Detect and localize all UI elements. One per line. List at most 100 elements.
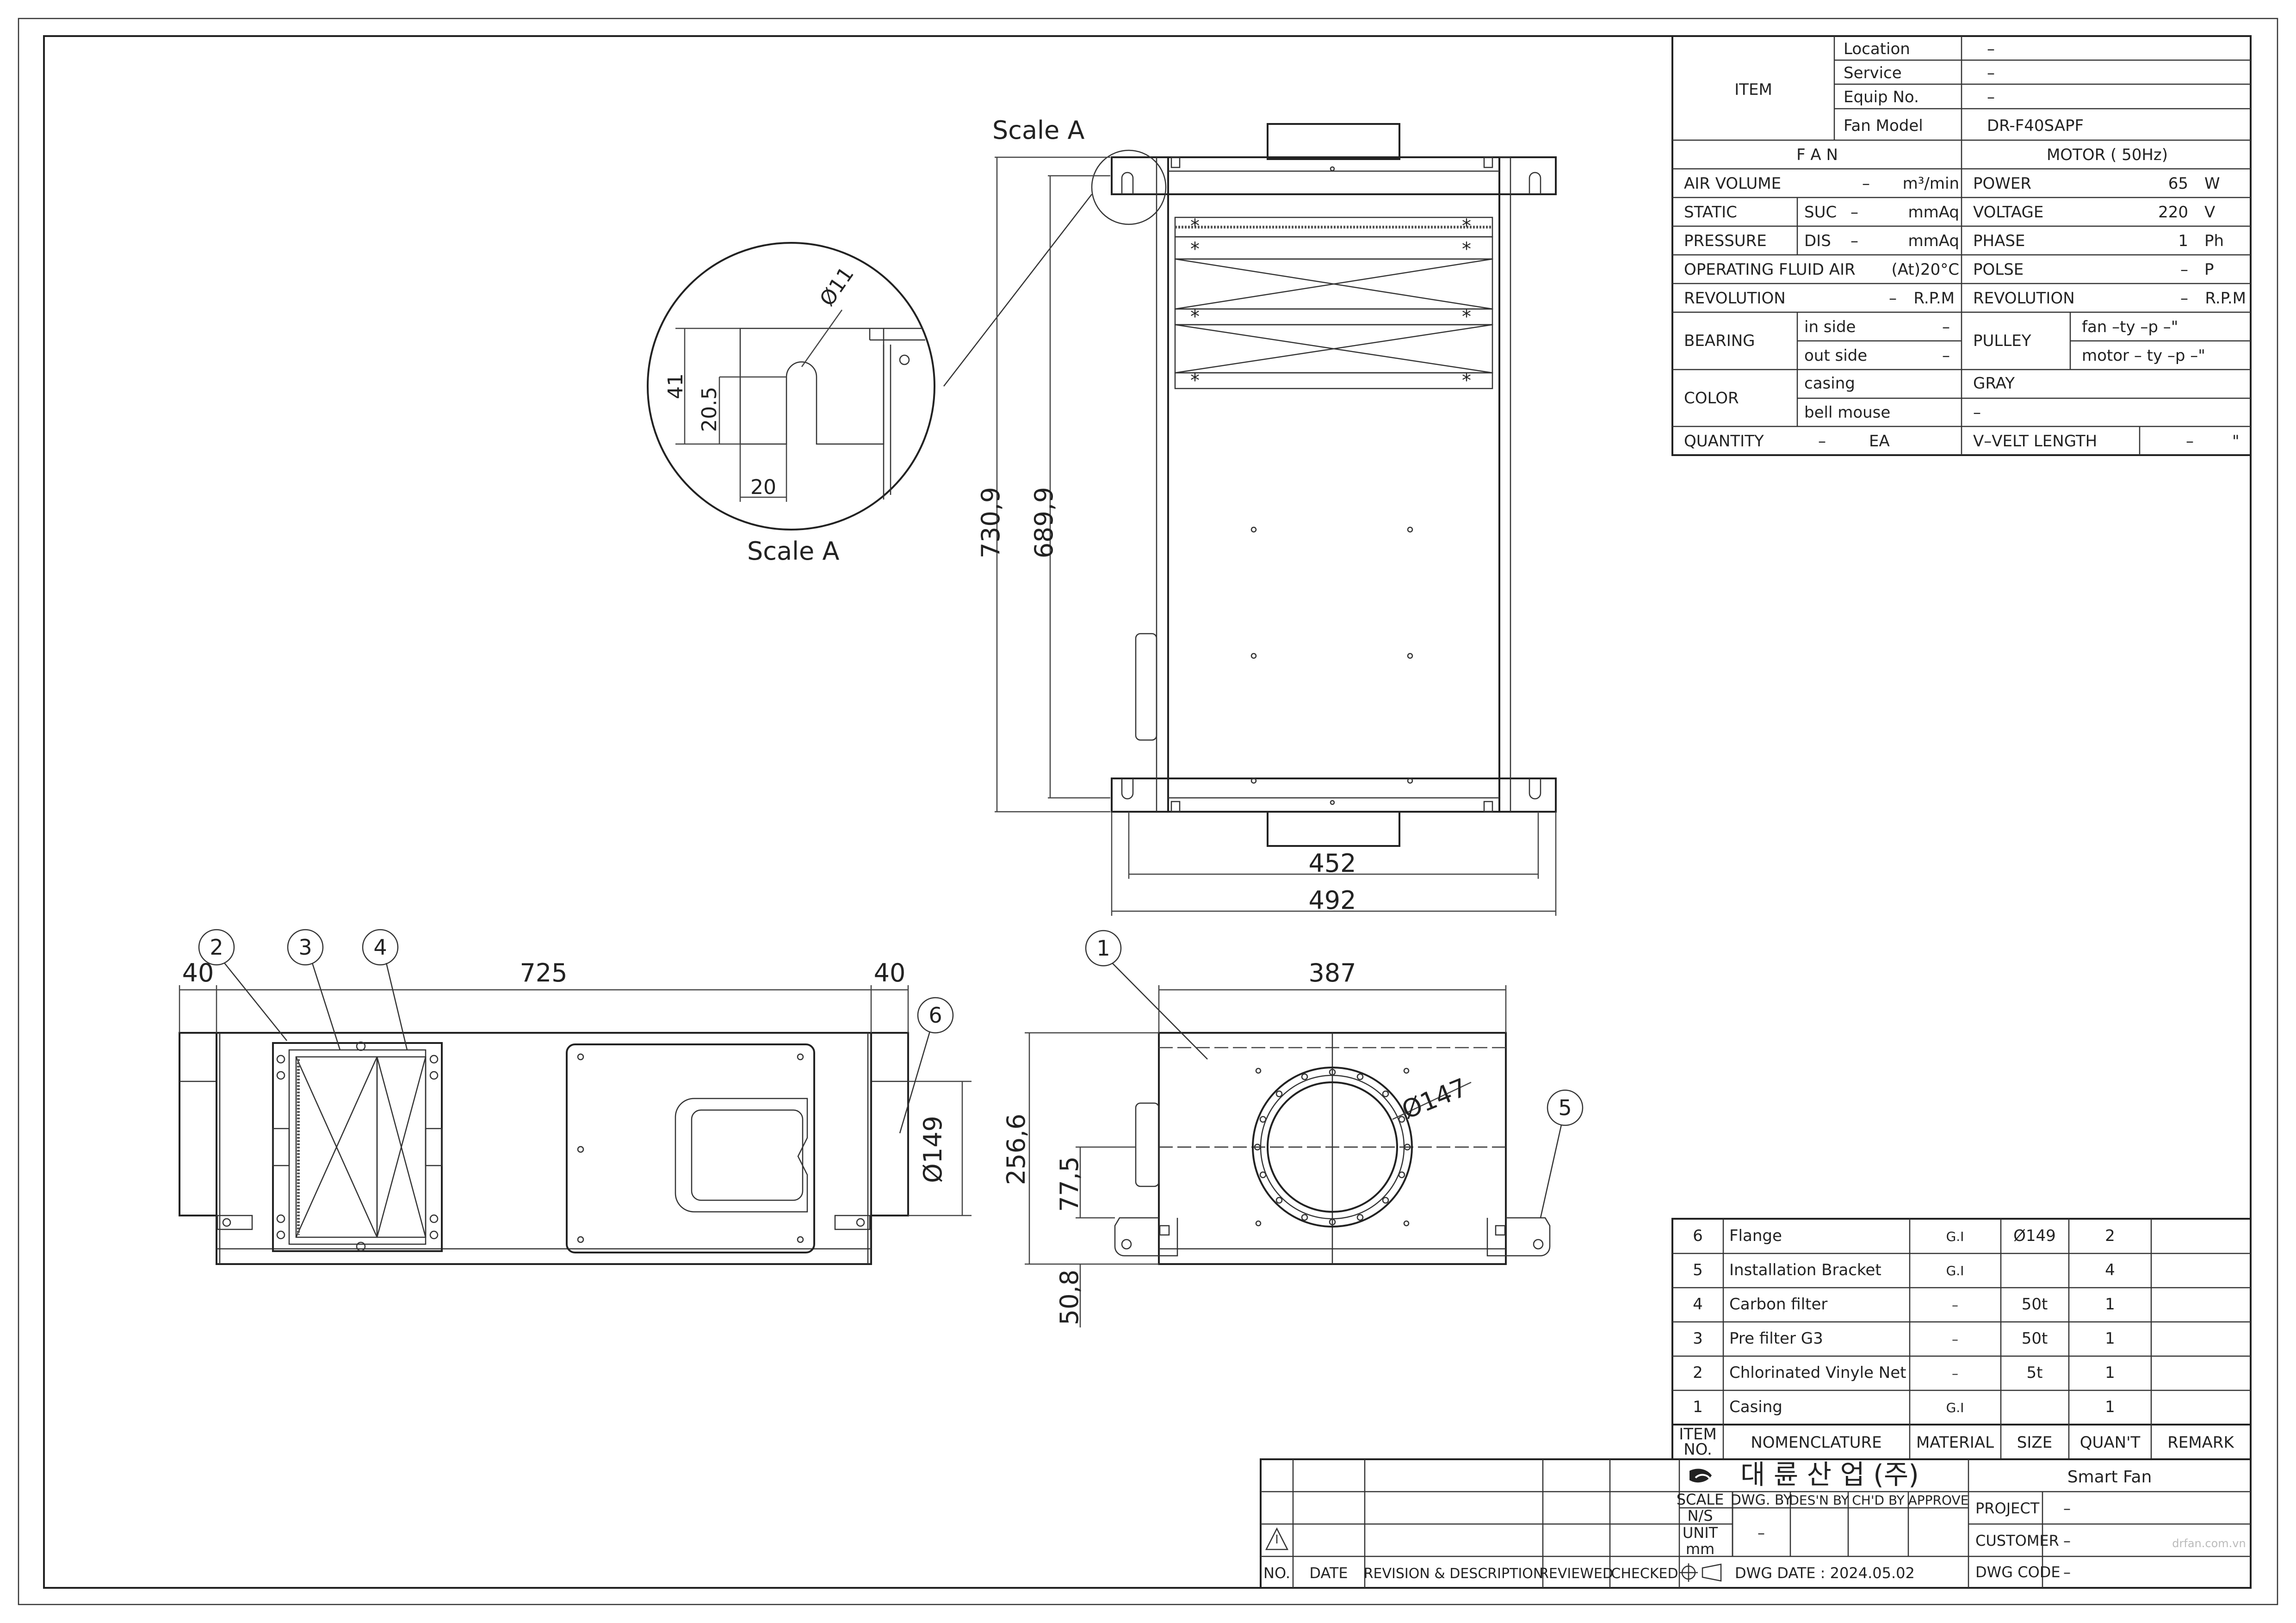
spec-power-unit: W [2204, 174, 2220, 193]
spec-motor-pulley: motor – ty –p –" [2082, 346, 2205, 365]
chkd-by: CH'D BY [1852, 1493, 1905, 1508]
spec-vbelt-value: – [2186, 432, 2194, 450]
svg-text:*: * [1190, 239, 1200, 260]
dim-149: Ø149 [918, 1116, 947, 1183]
spec-static-label: STATIC [1684, 203, 1737, 222]
balloon-2: 2 [210, 935, 223, 960]
spec-location-value: – [1987, 40, 1995, 58]
parts-row-2-qty: 1 [2105, 1364, 2115, 1382]
front-view [179, 985, 972, 1265]
customer-value: – [2063, 1532, 2071, 1549]
spec-dis-unit: mmAq [1908, 232, 1959, 250]
svg-text:*: * [1190, 370, 1200, 391]
dim-147: Ø147 [1398, 1073, 1471, 1125]
parts-row-5-material: G.I [1946, 1263, 1964, 1278]
side-view [1025, 985, 1551, 1327]
spec-casing-label: casing [1804, 374, 1855, 393]
title-block [1260, 1458, 2252, 1589]
watermark: drfan.com.vn [2172, 1537, 2246, 1550]
dwg-by: DWG. BY [1731, 1492, 1792, 1508]
spec-rev-label: REVOLUTION [1684, 289, 1786, 308]
spec-fan-pulley: fan –ty –p –" [2082, 318, 2178, 336]
parts-row-4-size: 50t [2022, 1295, 2048, 1314]
parts-header-material: MATERIAL [1916, 1433, 1994, 1452]
rev-reviewed: REVIEWED [1539, 1566, 1613, 1582]
parts-row-6-name: Flange [1729, 1227, 1782, 1245]
spec-item-label: ITEM [1734, 80, 1772, 99]
spec-power-value: 65 [2168, 174, 2188, 193]
unit-label: UNIT [1683, 1524, 1718, 1542]
spec-equip-value: – [1987, 88, 1995, 106]
dwg-code-label: DWG CODE [1975, 1563, 2061, 1581]
parts-row-4-name: Carbon filter [1729, 1295, 1827, 1314]
parts-row-1-material: G.I [1946, 1400, 1964, 1415]
parts-row-5-name: Installation Bracket [1729, 1261, 1881, 1279]
spec-table [1671, 35, 2252, 456]
parts-header-no: NO. [1683, 1440, 1712, 1459]
spec-motor-header: MOTOR ( 50Hz) [2047, 146, 2168, 164]
spec-polse-unit: P [2204, 260, 2214, 279]
scale-a-dims: 41 20.5 20 Ø11 Scale A [664, 263, 859, 566]
dim-725: 725 [520, 958, 567, 987]
rev-date: DATE [1309, 1564, 1348, 1582]
parts-row-3-no: 3 [1693, 1329, 1703, 1348]
spec-quantity-unit: EA [1869, 432, 1890, 450]
dim-20: 20 [750, 475, 776, 499]
dim-689: 689,9 [1029, 487, 1058, 559]
outer-border [18, 18, 2278, 1605]
parts-header-item: ITEM [1679, 1425, 1717, 1444]
spec-inside-label: in side [1804, 318, 1856, 336]
spec-fluid-label: OPERATING FLUID AIR [1684, 260, 1856, 279]
balloon-4: 4 [373, 935, 387, 960]
projection-symbol-icon [1679, 1563, 1722, 1582]
unit-dash: – [1758, 1524, 1765, 1542]
spec-pulley-label: PULLEY [1973, 332, 2031, 350]
spec-suc-value: – [1850, 203, 1858, 222]
spec-rev-unit: R.P.M [1913, 289, 1955, 308]
side-view-dims: 387 256,6 77,5 50,8 Ø147 [1002, 958, 1471, 1325]
parts-row-3-size: 50t [2022, 1329, 2048, 1348]
company-name: 대 륜 산 업 (주) [1740, 1459, 1919, 1490]
dim-50: 50,8 [1055, 1270, 1084, 1325]
balloon-1: 1 [1096, 936, 1110, 961]
parts-header-size: SIZE [2017, 1433, 2052, 1452]
top-view: * * * * * * * * [943, 123, 1557, 916]
spec-inside-value: – [1942, 318, 1950, 336]
spec-polse-value: – [2180, 260, 2188, 279]
spec-voltage-label: VOLTAGE [1973, 203, 2043, 222]
spec-fluid-value: (At)20°C [1891, 260, 1959, 279]
spec-quantity-label: QUANTITY [1684, 432, 1764, 450]
spec-outside-value: – [1942, 346, 1950, 365]
spec-polse-label: POLSE [1973, 260, 2024, 279]
parts-row-5-no: 5 [1693, 1261, 1703, 1279]
dim-730: 730,9 [976, 487, 1005, 559]
spec-color-label: COLOR [1684, 389, 1739, 407]
spec-mrev-value: – [2180, 289, 2188, 308]
project-value: – [2063, 1500, 2071, 1517]
parts-header-nomenclature: NOMENCLATURE [1751, 1433, 1881, 1452]
spec-suc-label: SUC [1804, 203, 1837, 222]
parts-row-2-material: – [1952, 1366, 1958, 1381]
spec-location-label: Location [1844, 40, 1910, 58]
spec-bell-label: bell mouse [1804, 403, 1890, 422]
dim-20-5: 20.5 [698, 387, 721, 432]
spec-vbelt-unit: " [2232, 432, 2240, 450]
spec-air-volume-unit: m³/min [1903, 174, 1959, 193]
svg-text:*: * [1462, 306, 1471, 327]
dwg-code-value: – [2063, 1563, 2071, 1581]
balloon-5: 5 [1558, 1095, 1572, 1120]
dim-11: Ø11 [815, 263, 859, 310]
parts-row-6-no: 6 [1693, 1227, 1703, 1245]
scale-label: SCALE [1677, 1491, 1724, 1508]
dim-387: 387 [1308, 958, 1356, 987]
spec-model-label: Fan Model [1844, 117, 1923, 135]
parts-header-qty: QUAN'T [2080, 1433, 2141, 1452]
spec-power-label: POWER [1973, 174, 2031, 193]
product-name: Smart Fan [2067, 1468, 2152, 1487]
parts-row-6-size: Ø149 [2013, 1227, 2056, 1245]
spec-casing-value: GRAY [1973, 374, 2015, 393]
balloons [198, 929, 1584, 1218]
dim-256: 256,6 [1002, 1114, 1031, 1185]
spec-voltage-value: 220 [2158, 203, 2188, 222]
parts-texts: ITEM NO. NOMENCLATURE MATERIAL SIZE QUAN… [1679, 1425, 2234, 1459]
